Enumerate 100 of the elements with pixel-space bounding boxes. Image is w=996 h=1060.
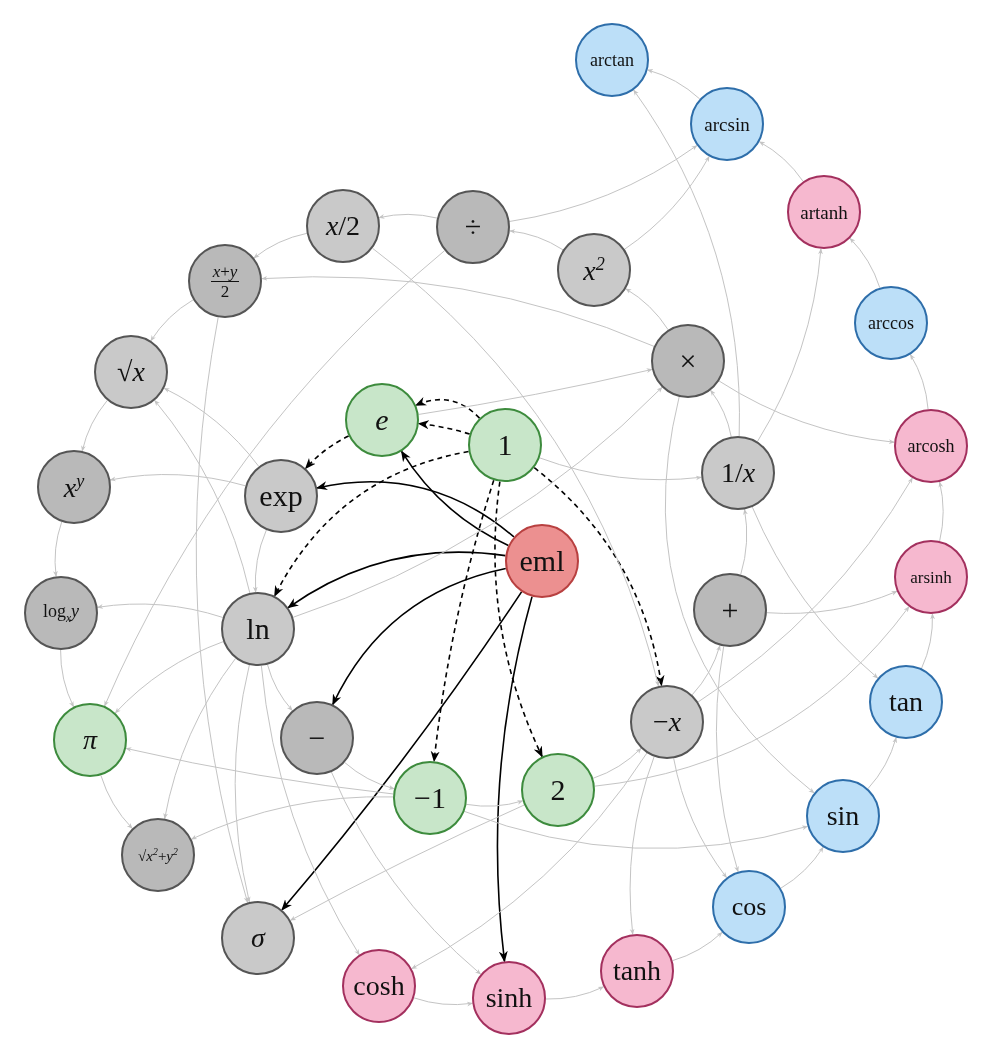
node-label: arccos <box>868 314 914 332</box>
node-label: √x <box>117 358 145 386</box>
node-label: cos <box>731 894 767 920</box>
arrow <box>867 737 897 790</box>
arrow <box>672 931 723 962</box>
arrow <box>281 591 523 911</box>
node-label: × <box>679 346 697 376</box>
arrow <box>751 506 879 679</box>
arrow <box>53 521 63 577</box>
arrow <box>114 641 224 714</box>
arrow <box>710 389 732 438</box>
arrow <box>673 757 728 879</box>
arrow <box>465 800 524 807</box>
arrow <box>163 657 237 820</box>
arrow <box>411 752 648 970</box>
node-label: arcosh <box>907 437 955 455</box>
function-node <box>121 818 195 892</box>
dashed-arrow <box>494 480 543 758</box>
node-label: log$_{x}$y <box>42 601 80 625</box>
arrow <box>109 474 246 487</box>
arrow <box>624 155 710 250</box>
node-label: x$^{2}$ <box>583 254 605 286</box>
arrow <box>647 69 701 100</box>
arrow <box>372 247 660 687</box>
arrow <box>261 275 655 347</box>
node-label: σ <box>251 924 265 952</box>
node-label: π <box>83 726 97 754</box>
arrow <box>125 747 394 795</box>
function-node <box>651 324 725 398</box>
arrow <box>413 997 473 1007</box>
node-label: arsinh <box>910 568 952 586</box>
arrow <box>594 606 910 787</box>
dashed-arrow <box>414 397 481 419</box>
function-node <box>712 870 786 944</box>
arrow <box>629 756 655 935</box>
function-node <box>468 408 542 482</box>
node-label: −x <box>652 708 682 736</box>
arrow <box>697 477 913 703</box>
function-node <box>393 761 467 835</box>
arrow <box>195 316 249 904</box>
function-node <box>94 335 168 409</box>
arrow <box>938 481 944 542</box>
arrow <box>190 796 394 840</box>
function-node <box>787 175 861 249</box>
arrow <box>758 141 804 182</box>
node-label: ln <box>246 614 270 644</box>
arrow <box>289 804 525 921</box>
arrow <box>539 457 702 481</box>
arrow <box>592 747 642 779</box>
arrow <box>292 386 663 618</box>
arrow <box>740 508 748 576</box>
function-node <box>280 701 354 775</box>
node-label: cosh <box>353 972 405 1000</box>
node-label: x+y <box>210 262 240 282</box>
arrow <box>81 399 108 452</box>
arrow <box>766 590 898 614</box>
dashed-arrow <box>304 435 350 470</box>
arrow <box>756 248 823 443</box>
arrow <box>509 145 698 222</box>
node-label: 2 <box>550 775 566 805</box>
node-label: exp <box>259 481 303 511</box>
dashed-arrow <box>430 479 495 763</box>
node-label: tan <box>888 688 924 716</box>
function-node <box>521 753 595 827</box>
arrow <box>253 232 308 259</box>
arrow <box>163 387 260 467</box>
function-node <box>244 459 318 533</box>
arrow <box>718 380 895 444</box>
node-label: + <box>721 595 739 625</box>
arrow <box>330 771 482 975</box>
node-label: x$^{y}$ <box>63 471 85 503</box>
arrow <box>150 299 194 342</box>
node-label: √x$^{2}$+y$^{2}$ <box>138 846 178 864</box>
arrow <box>260 665 360 956</box>
arrow <box>344 762 395 790</box>
arrow <box>909 354 929 410</box>
arrow <box>921 613 935 669</box>
node-label: 2 <box>220 281 230 300</box>
arrow <box>234 664 251 903</box>
arrow <box>267 664 293 711</box>
arrow <box>331 567 507 706</box>
arrow <box>509 229 564 251</box>
function-node <box>806 779 880 853</box>
node-label: tanh <box>612 957 662 985</box>
function-node <box>221 592 295 666</box>
dashed-arrow <box>273 450 470 597</box>
arrow <box>496 595 533 963</box>
arrow <box>849 237 881 289</box>
arrow <box>545 986 605 1000</box>
node-label: eml <box>519 546 565 576</box>
node-label: artanh <box>800 202 848 222</box>
dashed-arrow <box>417 420 471 435</box>
node-label: arctan <box>590 51 634 69</box>
arrow <box>625 288 669 331</box>
node-label: x/2 <box>325 212 361 240</box>
arrow <box>154 399 251 594</box>
arrow <box>664 396 815 794</box>
arrow <box>100 774 133 829</box>
arrow <box>96 603 224 618</box>
node-label: 1/x <box>720 459 756 487</box>
